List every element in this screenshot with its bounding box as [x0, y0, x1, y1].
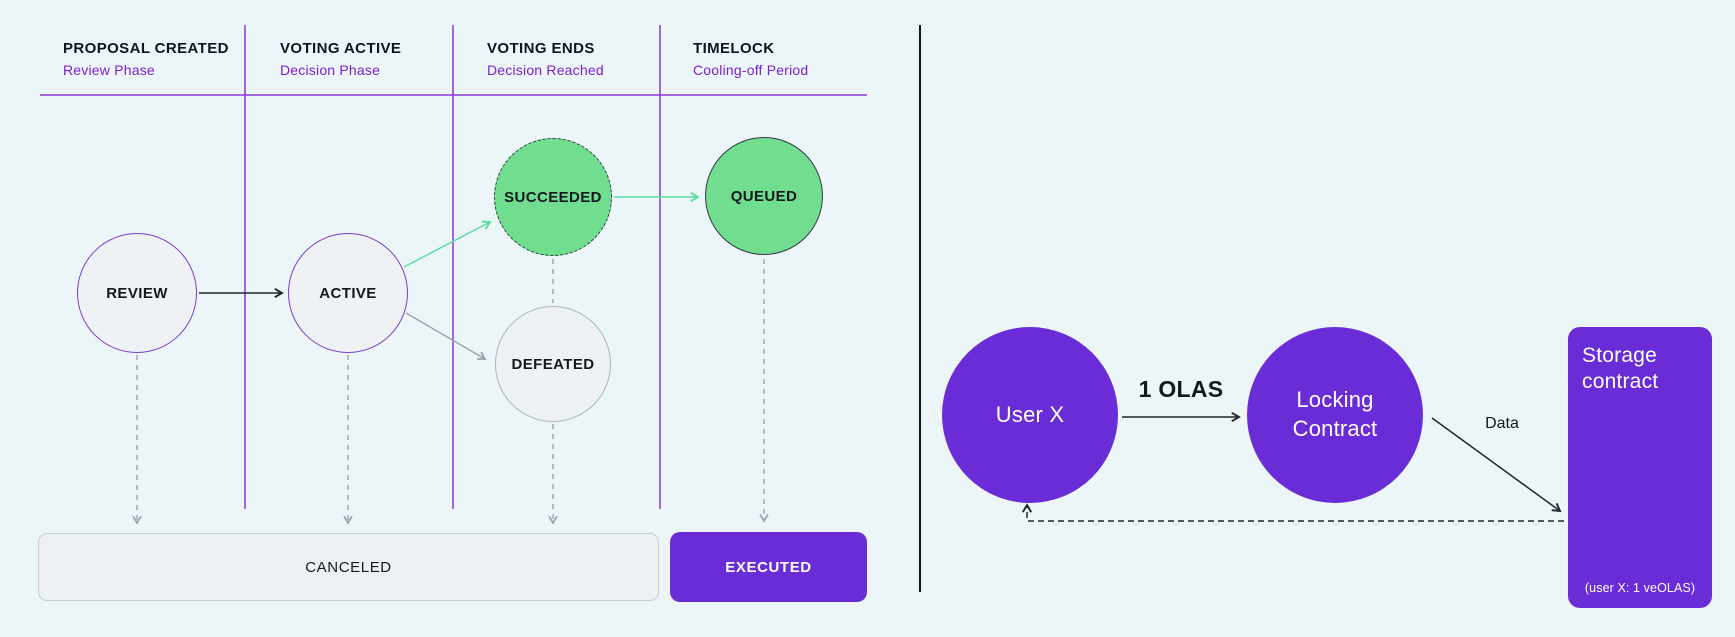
data-transfer-label: Data: [1485, 415, 1519, 432]
phase-subtitle: Review Phase: [63, 62, 155, 78]
arrow-active-to-succeeded: [403, 220, 492, 268]
locking-contract-label: Locking Contract: [1292, 387, 1378, 441]
state-label-active: ACTIVE: [319, 284, 377, 302]
olas-transfer-label: 1 OLAS: [1138, 376, 1224, 402]
state-node-canceled: CANCELED: [38, 533, 659, 601]
state-node-succeeded: SUCCEEDED: [494, 138, 612, 256]
state-label-review: REVIEW: [106, 284, 168, 302]
state-node-queued: QUEUED: [705, 137, 823, 255]
dashed-storage-to-user-feedback: [1021, 503, 1564, 522]
state-node-defeated: DEFEATED: [495, 306, 611, 422]
phase-title: VOTING ACTIVE: [280, 40, 402, 57]
arrow-active-to-defeated: [405, 312, 487, 360]
veolas-note: (user X: 1 veOLAS): [1584, 581, 1696, 595]
phase-subtitle: Cooling-off Period: [693, 62, 809, 78]
state-node-review: REVIEW: [77, 233, 197, 353]
state-label-succeeded: SUCCEEDED: [504, 188, 602, 206]
state-label-defeated: DEFEATED: [511, 355, 595, 373]
phase-header-voting-active: VOTING ACTIVE Decision Phase: [280, 40, 401, 78]
locking-contract-node: Locking Contract: [1247, 327, 1423, 503]
phase-header-voting-ends: VOTING ENDS Decision Reached: [487, 40, 604, 78]
phase-title: VOTING ENDS: [487, 40, 595, 57]
phase-title: PROPOSAL CREATED: [63, 40, 229, 57]
user-x-label: User X: [995, 401, 1065, 427]
state-node-active: ACTIVE: [288, 233, 408, 353]
phase-subtitle: Decision Reached: [487, 62, 604, 78]
phase-title: TIMELOCK: [693, 40, 775, 57]
arrow-locking-to-storage: [1431, 417, 1562, 513]
phase-subtitle: Decision Phase: [280, 62, 381, 78]
state-label-queued: QUEUED: [730, 187, 798, 205]
phase-header-timelock: TIMELOCK Cooling-off Period: [693, 40, 808, 78]
storage-contract-node: Storage contract (user X: 1 veOLAS): [1568, 327, 1712, 608]
user-x-node: User X: [942, 327, 1118, 503]
state-label-canceled: CANCELED: [305, 558, 392, 576]
state-label-executed: EXECUTED: [725, 558, 812, 576]
state-node-executed: EXECUTED: [670, 532, 867, 602]
storage-contract-label: Storage contract: [1582, 344, 1659, 394]
phase-header-proposal-created: PROPOSAL CREATED Review Phase: [63, 40, 229, 78]
